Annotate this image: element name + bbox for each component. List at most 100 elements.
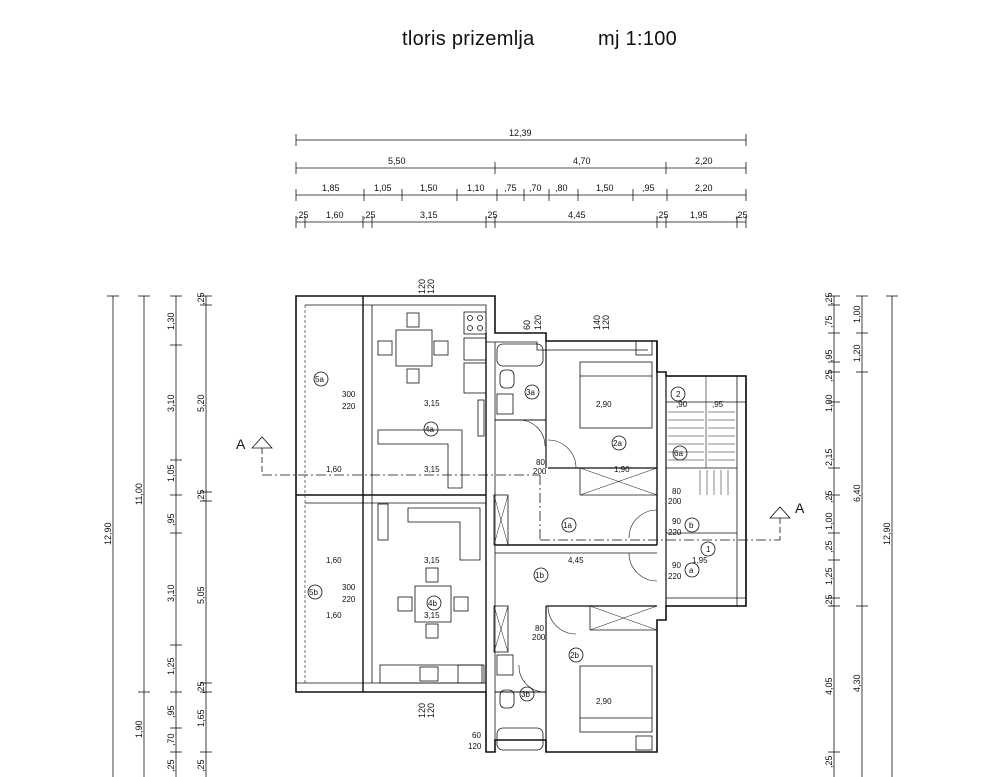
kitchen-counter-lower: [379, 664, 485, 684]
sofa-upper: [377, 429, 463, 489]
opening-label: 200: [533, 467, 547, 476]
dim-label: 5,05: [196, 586, 206, 604]
dim-label: 1,90: [614, 465, 630, 474]
left-dimension-chains: [107, 295, 212, 777]
room-label: 2a: [613, 439, 622, 448]
opening-label: 60: [522, 320, 532, 330]
opening-label: 220: [342, 595, 356, 604]
dim-label: ,25: [166, 759, 176, 772]
dim-label: ,25: [735, 210, 748, 220]
opening-label: 120: [426, 703, 436, 718]
dim-label: 2,90: [596, 697, 612, 706]
dim-label: ,25: [824, 755, 834, 768]
chair: [406, 312, 420, 328]
dim-label: ,25: [824, 490, 834, 503]
toilet: [499, 369, 515, 389]
chair: [406, 368, 420, 384]
opening-label: 140: [592, 315, 602, 330]
dim-label: 2,20: [695, 183, 713, 193]
opening-label: 120: [601, 315, 611, 330]
stove: [463, 311, 487, 335]
room-label: 4b: [428, 599, 437, 608]
dim-label: ,70: [529, 183, 542, 193]
washbasin: [496, 654, 514, 676]
sink: [463, 337, 487, 361]
tv-unit: [377, 503, 389, 541]
dim-label: 2,20: [695, 156, 713, 166]
opening-label: 80: [672, 487, 681, 496]
dim-label: ,75: [824, 315, 834, 328]
dim-label: ,95: [166, 513, 176, 526]
opening-label: 200: [668, 497, 682, 506]
dim-label: 11,00: [134, 483, 144, 505]
dim-label: 12,90: [882, 522, 892, 545]
dim-label: ,75: [504, 183, 517, 193]
drawing-title: tloris prizemlja: [402, 28, 535, 50]
washbasin: [496, 393, 514, 415]
dim-label: 1,60: [326, 210, 344, 220]
opening-label: 60: [472, 731, 481, 740]
dim-label: 1,50: [596, 183, 614, 193]
dim-label: 1,30: [166, 312, 176, 330]
dim-label: 5,50: [388, 156, 406, 166]
dim-label: 4,45: [568, 210, 586, 220]
dim-label: ,25: [363, 210, 376, 220]
dim-label: 1,10: [467, 183, 485, 193]
dim-label: ,95: [166, 705, 176, 718]
drawing-title-row: tloris prizemlja mj 1:100: [0, 28, 992, 54]
opening-label: 120: [417, 703, 427, 718]
opening-label: 300: [342, 390, 356, 399]
fridge: [463, 362, 487, 394]
top-dimension-chains: [295, 134, 747, 228]
dim-label: 4,70: [573, 156, 591, 166]
dim-label: 1,00: [824, 394, 834, 412]
room-label: a: [689, 566, 694, 575]
opening-label: 120: [468, 742, 482, 751]
dim-label: 4,05: [824, 677, 834, 695]
dim-label: 3,15: [424, 465, 440, 474]
dim-label: ,25: [656, 210, 669, 220]
dining-table-lower: [414, 585, 452, 623]
dim-label: ,90: [676, 400, 688, 409]
chair: [397, 596, 413, 612]
dim-label: 3,15: [424, 556, 440, 565]
dim-label: 6,40: [852, 484, 862, 502]
dim-label: 4,30: [852, 674, 862, 692]
room-label: 6a: [674, 449, 683, 458]
room-label: 2: [676, 390, 681, 399]
dim-label: ,25: [196, 292, 206, 305]
dim-label: 1,25: [166, 657, 176, 675]
room-markers: [307, 371, 716, 702]
room-label: 5b: [309, 588, 318, 597]
dim-label: 12,39: [509, 128, 532, 138]
dim-label: 1,05: [166, 464, 176, 482]
chair: [425, 623, 439, 639]
dim-label: ,25: [485, 210, 498, 220]
room-label: b: [689, 521, 694, 530]
furniture: [377, 311, 653, 751]
room-label: 1a: [563, 521, 572, 530]
dim-label: 3,15: [424, 399, 440, 408]
dim-label: ,80: [555, 183, 568, 193]
top-dimension-labels: 12,39 5,50 4,70 2,20 1,85 1,05 1,50 1,10…: [296, 128, 748, 220]
section-line: [251, 436, 791, 541]
double-bed-upper: [579, 361, 653, 429]
chair: [433, 340, 449, 356]
dim-label: 1,60: [326, 611, 342, 620]
section-mark-left: A: [236, 436, 246, 452]
chair: [425, 567, 439, 583]
chair: [377, 340, 393, 356]
opening-label: 80: [536, 458, 545, 467]
dim-label: ,25: [196, 489, 206, 502]
room-label: 5a: [315, 375, 324, 384]
right-dimension-chains: [828, 295, 898, 777]
dim-label: 4,45: [568, 556, 584, 565]
dim-label: ,25: [824, 594, 834, 607]
dim-label: ,25: [824, 540, 834, 553]
dim-label: 1,85: [322, 183, 340, 193]
dim-label: ,25: [196, 681, 206, 694]
counter: [477, 399, 485, 437]
dim-label: 1,00: [852, 305, 862, 323]
dining-table-upper: [395, 329, 433, 367]
chair: [453, 596, 469, 612]
